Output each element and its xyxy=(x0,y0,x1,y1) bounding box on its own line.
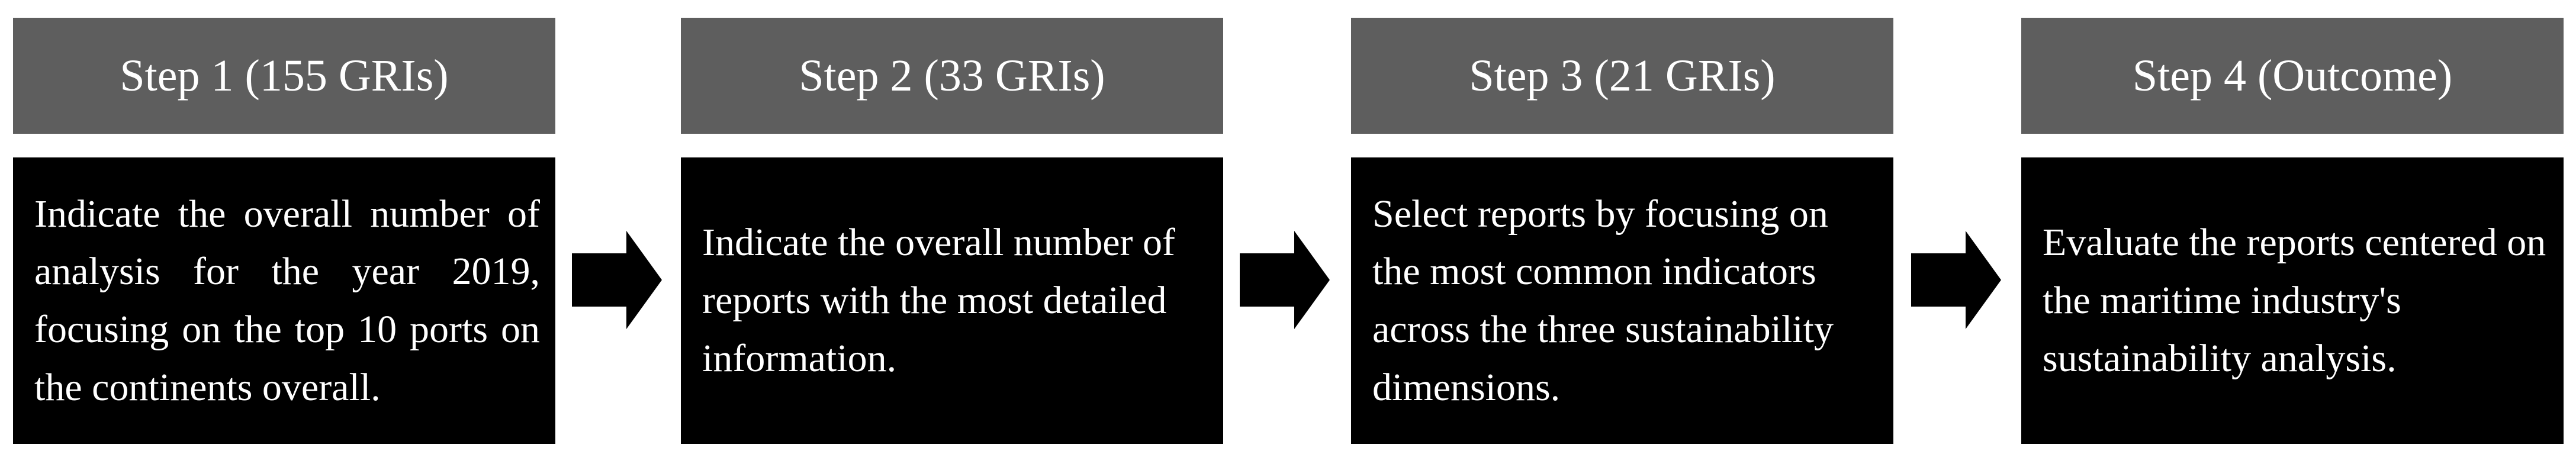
step-2: Step 2 (33 GRIs) Indicate the overall nu… xyxy=(681,18,1223,444)
step-3-title: Step 3 (21 GRIs) xyxy=(1351,18,1893,134)
step-2-title: Step 2 (33 GRIs) xyxy=(681,18,1223,134)
step-1-title: Step 1 (155 GRIs) xyxy=(13,18,555,134)
step-4: Step 4 (Outcome) Evaluate the reports ce… xyxy=(2021,18,2564,444)
step-4-text: Evaluate the reports centered on the mar… xyxy=(2043,221,2546,380)
step-3: Step 3 (21 GRIs) Select reports by focus… xyxy=(1351,18,1893,444)
step-3-text: Select reports by focusing on the most c… xyxy=(1372,192,1834,409)
right-arrow-icon xyxy=(572,231,662,329)
right-arrow-icon xyxy=(1911,231,2001,329)
step-1-box: Indicate the overall number of analysis … xyxy=(13,157,555,444)
step-3-box: Select reports by focusing on the most c… xyxy=(1351,157,1893,444)
step-1-text: Indicate the overall number of analysis … xyxy=(34,192,540,409)
step-1: Step 1 (155 GRIs) Indicate the overall n… xyxy=(13,18,555,444)
step-4-title: Step 4 (Outcome) xyxy=(2021,18,2564,134)
step-2-text: Indicate the overall number of reports w… xyxy=(702,221,1175,380)
step-2-box: Indicate the overall number of reports w… xyxy=(681,157,1223,444)
step-4-box: Evaluate the reports centered on the mar… xyxy=(2021,157,2564,444)
right-arrow-icon xyxy=(1240,231,1330,329)
